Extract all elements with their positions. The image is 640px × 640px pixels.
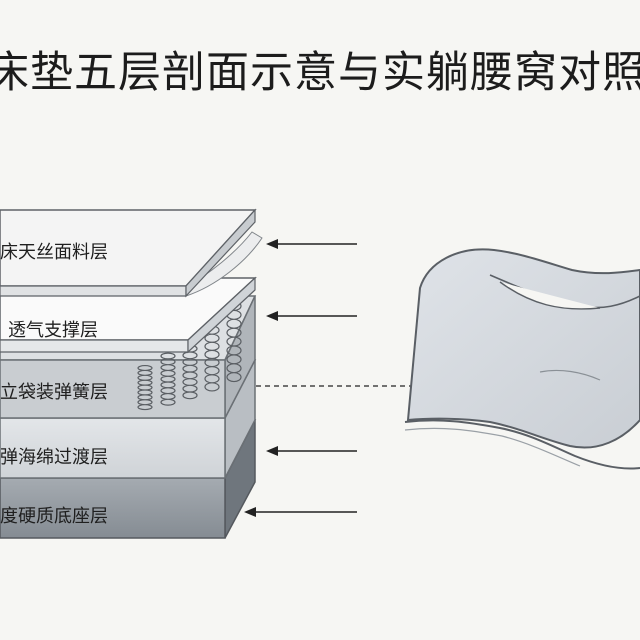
arrows — [244, 239, 512, 517]
layer-label-foam: 弹海绵过渡层 — [0, 447, 108, 468]
layer-label-springs: 立袋装弹簧层 — [0, 382, 108, 403]
spring-coils — [137, 300, 242, 411]
page-title: 床垫五层剖面示意与实躺腰窝对照 — [0, 48, 640, 98]
layer-label-support: 透气支撑层 — [8, 320, 98, 341]
reclining-body-illustration — [404, 248, 640, 470]
spring-coil — [160, 352, 176, 406]
layer-label-base: 度硬质底座层 — [0, 506, 108, 527]
layer-label-fabric: 床天丝面料层 — [0, 242, 108, 263]
fabric-layer — [0, 208, 263, 298]
spring-coil — [137, 364, 153, 411]
spring-coil — [226, 300, 242, 383]
